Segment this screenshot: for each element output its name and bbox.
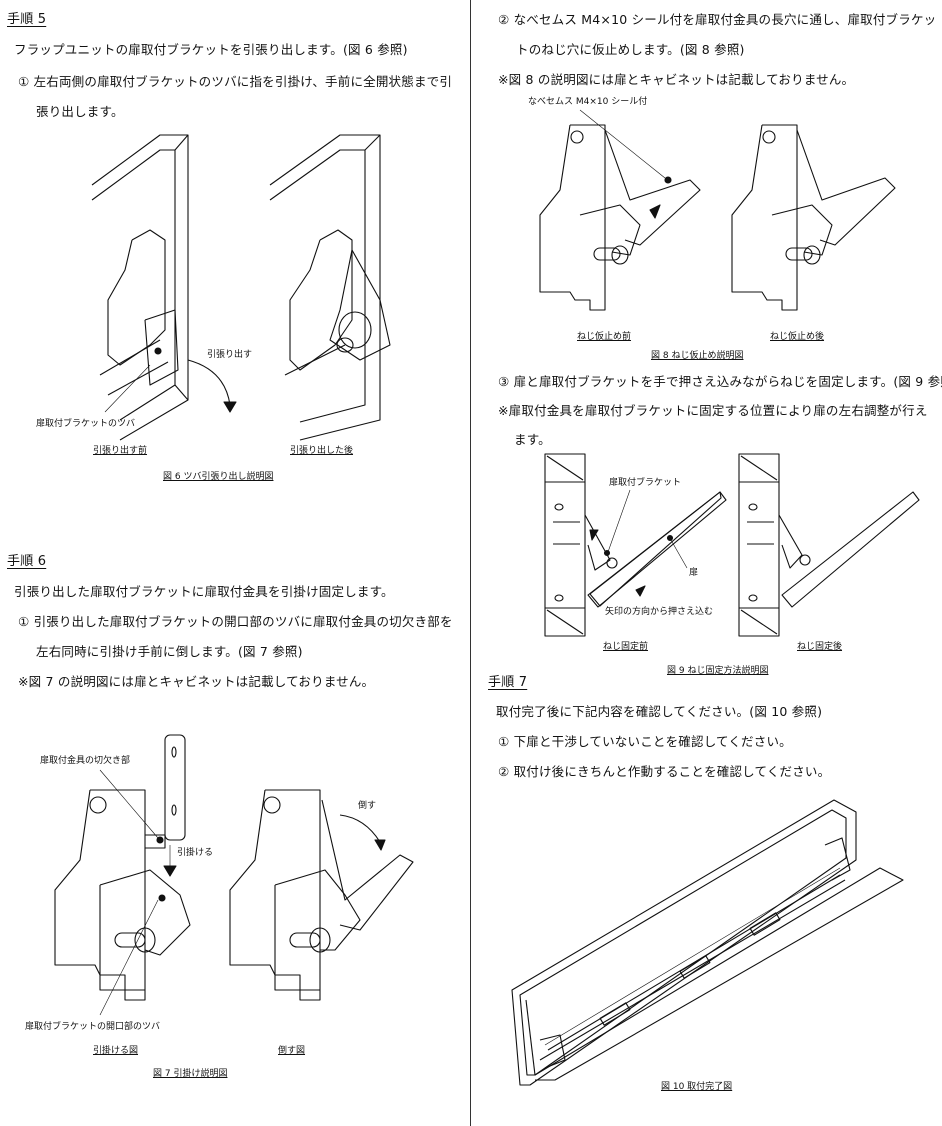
figure9-before-drawing (544, 453, 727, 637)
figure7-caption: 図 7 引掛け説明図 (153, 1069, 228, 1079)
figure7-label-hook: 引掛ける (177, 848, 214, 858)
step6-note: ※図 7 の説明図には扉とキャビネットは記載しておりません。 (18, 674, 375, 689)
step5-item1-cont: 張り出します。 (36, 104, 124, 119)
figure6-caption: 図 6 ツバ引張り出し説明図 (163, 472, 274, 482)
note9-line2: ます。 (514, 432, 551, 447)
figure9-sub-before: ねじ固定前 (603, 642, 649, 652)
figure8-caption: 図 8 ねじ仮止め説明図 (651, 351, 744, 361)
note9-line1: ※扉取付金具を扉取付ブラケットに固定する位置により扉の左右調整が行え (498, 403, 928, 418)
step6-item1-cont: 左右同時に引掛け手前に倒します。(図 7 参照) (36, 644, 303, 659)
figure7-sub-hook: 引掛ける図 (93, 1046, 139, 1056)
step5-intro: フラップユニットの扉取付ブラケットを引張り出します。(図 6 参照) (14, 42, 408, 57)
figure9-sub-after: ねじ固定後 (797, 642, 843, 652)
item3: ③ 扉と扉取付ブラケットを手で押さえ込みながらねじを固定します。(図 9 参照) (498, 374, 942, 389)
figure9-label-bracket: 扉取付ブラケット (609, 478, 682, 488)
item2-line1: ② なべセムス M4×10 シール付を扉取付金具の長穴に通し、扉取付ブラケッ (498, 12, 937, 27)
figure9-label-press: 矢印の方向から押さえ込む (605, 607, 714, 617)
step6-item1: ① 引張り出した扉取付ブラケットの開口部のツバに扉取付金具の切欠き部を (18, 614, 453, 629)
figure8-label-screw: なべセムス M4×10 シール付 (528, 97, 648, 107)
figure8-sub-before: ねじ仮止め前 (577, 332, 632, 342)
figure10-caption: 図 10 取付完了図 (661, 1082, 733, 1092)
figure10-drawing (511, 799, 904, 1086)
figure7-label-tilt: 倒す (358, 801, 377, 811)
step6-intro: 引張り出した扉取付ブラケットに扉取付金具を引掛け固定します。 (14, 584, 394, 599)
figure9-caption: 図 9 ねじ固定方法説明図 (667, 666, 769, 676)
figure9-label-door: 扉 (689, 568, 699, 578)
figure8-before-drawing (539, 109, 701, 311)
step5-heading: 手順 5 (7, 12, 47, 27)
figure7-hook-drawing (54, 734, 191, 1016)
figure7-tilt-drawing (229, 789, 414, 1001)
figure6-label-flange: 扉取付ブラケットのツバ (36, 419, 136, 429)
figure6-after-drawing (269, 134, 391, 441)
step7-item2: ② 取付け後にきちんと作動することを確認してください。 (498, 764, 831, 779)
figure6-sub-before: 引張り出す前 (93, 446, 148, 456)
figure9-after-drawing (738, 453, 920, 637)
figure6-sub-after: 引張り出した後 (290, 446, 354, 456)
figure7-label-notch: 扉取付金具の切欠き部 (40, 756, 131, 766)
column-divider (470, 0, 471, 1126)
note8: ※図 8 の説明図には扉とキャビネットは記載しておりません。 (498, 72, 855, 87)
step7-item1: ① 下扉と干渉していないことを確認してください。 (498, 734, 792, 749)
item2-line2: トのねじ穴に仮止めします。(図 8 参照) (516, 42, 745, 57)
figure6-before-drawing (91, 134, 237, 441)
step5-item1: ① 左右両側の扉取付ブラケットのツバに指を引掛け、手前に全開状態まで引 (18, 74, 453, 89)
step6-heading: 手順 6 (7, 554, 47, 569)
figure7-label-opening: 扉取付ブラケットの開口部のツバ (25, 1022, 161, 1032)
figure7-sub-tilt: 倒す図 (278, 1046, 306, 1056)
figure6-label-pull: 引張り出す (207, 350, 253, 360)
figure8-sub-after: ねじ仮止め後 (770, 332, 825, 342)
figure8-after-drawing (731, 124, 896, 311)
step7-heading: 手順 7 (488, 675, 528, 690)
step7-intro: 取付完了後に下記内容を確認してください。(図 10 参照) (496, 704, 823, 719)
